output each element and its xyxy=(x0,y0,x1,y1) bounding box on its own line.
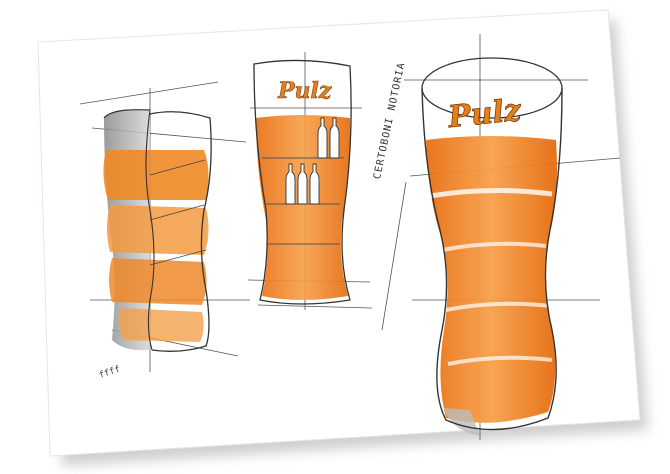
right-glass-sketch: Pulz xyxy=(381,34,621,440)
left-glass-sketch xyxy=(79,81,250,372)
right-glass-logo: Pulz xyxy=(446,93,524,136)
middle-glass-sketch: Pulz xyxy=(247,52,373,310)
middle-glass-logo: Pulz xyxy=(277,78,332,104)
